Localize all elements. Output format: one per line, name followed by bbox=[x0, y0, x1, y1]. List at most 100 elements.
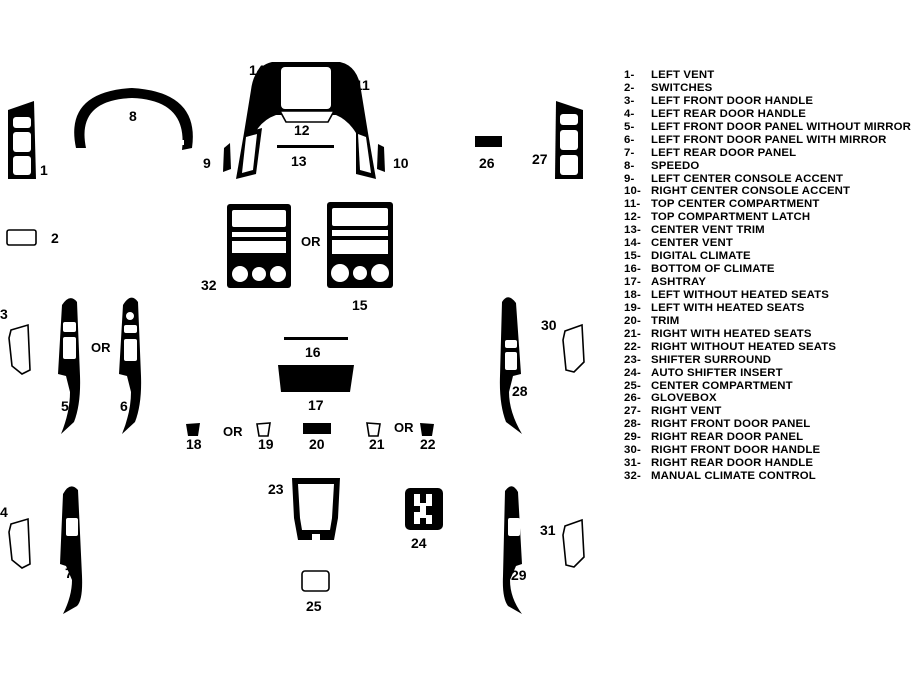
callout-21: 21 bbox=[369, 436, 385, 452]
part-1-left-vent bbox=[8, 101, 36, 179]
callout-8: 8 bbox=[129, 108, 137, 124]
part-7-left-rear-door-panel bbox=[60, 486, 83, 614]
legend-item: 22-RIGHT WITHOUT HEATED SEATS bbox=[624, 340, 837, 353]
legend-item: 10-RIGHT CENTER CONSOLE ACCENT bbox=[624, 185, 851, 198]
callout-18: 18 bbox=[186, 436, 202, 452]
legend-item: 12-TOP COMPARTMENT LATCH bbox=[624, 211, 811, 224]
part-18-left-without-heated-seats bbox=[186, 423, 200, 436]
callout-2: 2 bbox=[51, 230, 59, 246]
legend-item: 27-RIGHT VENT bbox=[624, 405, 722, 418]
callout-27: 27 bbox=[532, 151, 548, 167]
callout-6: 6 bbox=[120, 398, 128, 414]
legend-item: 32-MANUAL CLIMATE CONTROL bbox=[624, 470, 816, 483]
legend-item: 17-ASHTRAY bbox=[624, 276, 707, 288]
part-15-digital-climate bbox=[327, 202, 393, 288]
callout-4: 4 bbox=[0, 504, 8, 520]
part-23-shifter-surround bbox=[292, 478, 340, 540]
callout-12: 12 bbox=[294, 122, 310, 138]
part-28-right-front-door-panel bbox=[499, 297, 522, 434]
part-17-ashtray bbox=[278, 365, 354, 392]
callout-20: 20 bbox=[309, 436, 325, 452]
legend-item: 2-SWITCHES bbox=[624, 81, 713, 94]
legend-item: 11-TOP CENTER COMPARTMENT bbox=[624, 198, 820, 211]
legend-item: 5-LEFT FRONT DOOR PANEL WITHOUT MIRROR bbox=[624, 120, 911, 133]
part-27-right-vent bbox=[555, 101, 583, 179]
callout-16: 16 bbox=[305, 344, 321, 360]
callout-5: 5 bbox=[61, 398, 69, 414]
callout-13: 13 bbox=[291, 153, 307, 169]
part-14-center-vent bbox=[244, 62, 368, 133]
callout-32: 32 bbox=[201, 277, 217, 293]
or-label-right-seat: OR bbox=[394, 420, 414, 435]
or-label-door: OR bbox=[91, 340, 111, 355]
legend-item: 15-DIGITAL CLIMATE bbox=[624, 250, 751, 263]
callout-1: 1 bbox=[40, 162, 48, 178]
part-4-left-rear-door-handle bbox=[8, 517, 31, 569]
part-22-right-without-heated-seats bbox=[420, 423, 434, 436]
legend-item: 20-TRIM bbox=[624, 314, 680, 327]
or-label-climate: OR bbox=[301, 234, 321, 249]
part-32-manual-climate-control bbox=[227, 204, 291, 288]
legend-item: 18-LEFT WITHOUT HEATED SEATS bbox=[624, 288, 829, 301]
parts-legend: 1-LEFT VENT 2-SWITCHES 3-LEFT FRONT DOOR… bbox=[624, 69, 911, 483]
legend-item: 16-BOTTOM OF CLIMATE bbox=[624, 263, 775, 276]
legend-item: 3-LEFT FRONT DOOR HANDLE bbox=[624, 94, 814, 107]
callout-17: 17 bbox=[308, 397, 324, 413]
part-21-right-with-heated-seats bbox=[366, 422, 381, 437]
or-label-left-seat: OR bbox=[223, 424, 243, 439]
callout-26: 26 bbox=[479, 155, 495, 171]
part-3-left-front-door-handle bbox=[8, 323, 31, 375]
part-26-glovebox bbox=[475, 136, 502, 147]
legend-item: 31-RIGHT REAR DOOR HANDLE bbox=[624, 457, 814, 470]
callout-14: 14 bbox=[249, 62, 265, 78]
parts-diagram: 1 2 3 4 5 6 7 8 9 10 11 12 13 14 15 16 1… bbox=[0, 62, 585, 614]
part-20-trim bbox=[303, 423, 331, 434]
part-8-speedo bbox=[74, 88, 193, 150]
callout-22: 22 bbox=[420, 436, 436, 452]
callout-29: 29 bbox=[511, 567, 527, 583]
callout-15: 15 bbox=[352, 297, 368, 313]
part-12-top-compartment-latch bbox=[278, 110, 336, 123]
part-11-top-center-compartment bbox=[236, 128, 376, 179]
legend-item: 28-RIGHT FRONT DOOR PANEL bbox=[624, 418, 811, 431]
part-13-center-vent-trim bbox=[277, 145, 334, 148]
legend-item: 23-SHIFTER SURROUND bbox=[624, 353, 772, 366]
callout-19: 19 bbox=[258, 436, 274, 452]
callout-3: 3 bbox=[0, 306, 8, 322]
legend-item: 4-LEFT REAR DOOR HANDLE bbox=[624, 107, 807, 120]
part-24-auto-shifter-insert bbox=[405, 488, 443, 530]
part-30-right-front-door-handle bbox=[562, 323, 585, 373]
legend-item: 30-RIGHT FRONT DOOR HANDLE bbox=[624, 444, 821, 457]
part-19-left-with-heated-seats bbox=[256, 422, 271, 437]
legend-item: 1-LEFT VENT bbox=[624, 69, 715, 81]
callout-28: 28 bbox=[512, 383, 528, 399]
legend-item: 14-CENTER VENT bbox=[624, 237, 734, 250]
part-25-center-compartment bbox=[301, 570, 330, 592]
legend-item: 26-GLOVEBOX bbox=[624, 392, 717, 405]
legend-item: 25-CENTER COMPARTMENT bbox=[624, 379, 793, 392]
part-31-right-rear-door-handle bbox=[562, 518, 585, 568]
callout-30: 30 bbox=[541, 317, 557, 333]
callout-11: 11 bbox=[355, 77, 370, 93]
part-10-right-center-console-accent bbox=[377, 144, 385, 172]
part-9-left-center-console-accent bbox=[223, 143, 231, 172]
legend-item: 24-AUTO SHIFTER INSERT bbox=[624, 366, 783, 379]
legend-item: 9-LEFT CENTER CONSOLE ACCENT bbox=[624, 172, 844, 185]
part-6-left-front-door-panel-with-mirror bbox=[119, 297, 142, 434]
callout-24: 24 bbox=[411, 535, 427, 551]
callout-7: 7 bbox=[65, 565, 73, 581]
legend-item: 13-CENTER VENT TRIM bbox=[624, 224, 765, 237]
legend-item: 6-LEFT FRONT DOOR PANEL WITH MIRROR bbox=[624, 133, 887, 146]
legend-item: 8-SPEEDO bbox=[624, 159, 700, 172]
part-16-bottom-of-climate bbox=[284, 337, 348, 340]
callout-31: 31 bbox=[540, 522, 556, 538]
callout-25: 25 bbox=[306, 598, 322, 614]
callout-9: 9 bbox=[203, 155, 211, 171]
legend-item: 29-RIGHT REAR DOOR PANEL bbox=[624, 431, 804, 444]
part-2-switches bbox=[6, 229, 37, 246]
part-8-speedo-notch bbox=[176, 140, 184, 145]
legend-item: 21-RIGHT WITH HEATED SEATS bbox=[624, 327, 812, 340]
legend-item: 7-LEFT REAR DOOR PANEL bbox=[624, 146, 797, 159]
legend-item: 19-LEFT WITH HEATED SEATS bbox=[624, 301, 805, 314]
part-5-left-front-door-panel-without-mirror bbox=[58, 298, 81, 434]
